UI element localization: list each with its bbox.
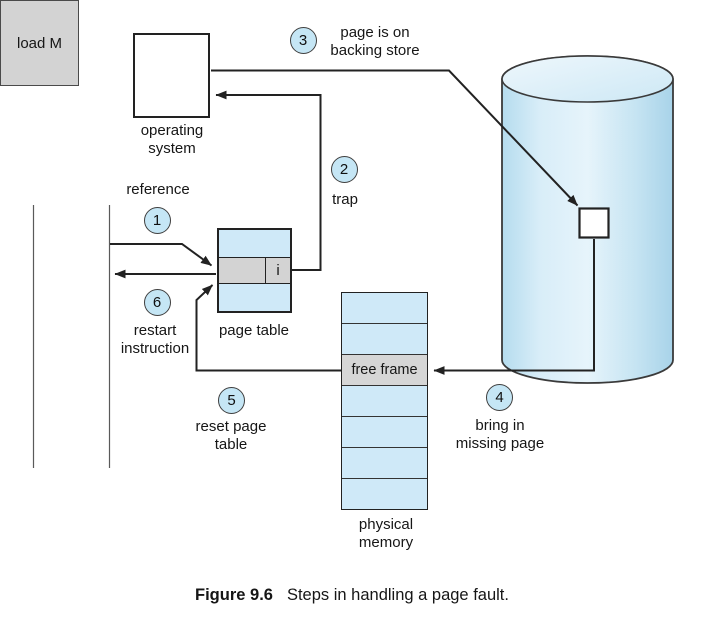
backing-store-cylinder [501,55,674,384]
page-table-row [219,284,290,311]
step-circle-3: 3 [289,26,317,54]
operating-system-label: operating system [140,122,204,157]
arrow-step1-reference [110,243,213,267]
step-circle-6: 6 [143,288,171,316]
arrow-step3-to-backing-store [211,69,579,207]
step6-label: restart instruction [120,322,190,357]
page-frame-square [578,207,610,239]
memory-frame-row [342,323,427,354]
step-circle-5: 5 [218,386,245,414]
figure-caption-text: Steps in handling a page fault. [286,586,509,604]
figure-caption-number: Figure 9.6 [195,586,273,604]
step-circle-1: 1 [143,206,171,234]
page-table-row [219,230,290,257]
load-m-box: load M [0,0,79,86]
memory-frame-row [342,385,427,416]
load-m-label: load M [16,34,63,52]
step1-label: reference [126,181,190,198]
page-table-entry-frame-cell [219,258,265,283]
memory-frame-row [342,478,427,509]
cylinder-top-ellipse [501,55,674,103]
step2-label: trap [332,191,358,208]
physical-memory: free frame [341,292,428,510]
physical-memory-label: physical memory [358,516,414,551]
memory-frame-row [342,447,427,478]
page-table-invalid-bit: i [265,258,290,283]
page-table-entry-row: i [219,257,290,284]
figure-caption: Figure 9.6 Steps in handling a page faul… [0,586,704,605]
step3-label: page is on backing store [330,24,420,59]
memory-frame-row [342,293,427,323]
page-table: i [217,228,292,313]
step-circle-4: 4 [486,383,513,411]
step5-label: reset page table [195,418,267,453]
step-circle-2: 2 [330,155,358,183]
page-table-label: page table [218,322,290,339]
free-frame-label: free frame [351,362,418,378]
free-frame-row: free frame [342,354,427,385]
operating-system-box [133,33,210,118]
step4-label: bring in missing page [455,417,545,452]
memory-frame-row [342,416,427,447]
arrow-step4-bring-in-page [433,239,595,375]
